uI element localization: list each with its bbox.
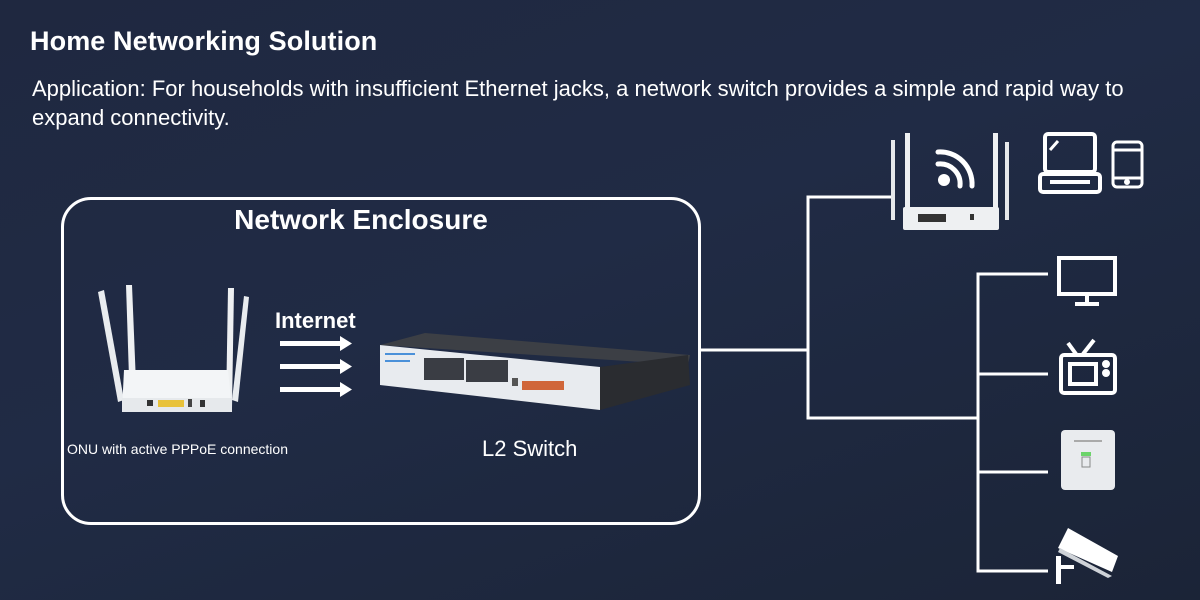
wireless-router [891,133,1009,230]
onu-router [98,285,249,412]
onu-label: ONU with active PPPoE connection [67,441,288,457]
desktop-monitor-icon [1057,256,1117,306]
phone-icon [1111,140,1144,189]
network-enclosure-box [61,197,701,525]
application-description: Application: For households with insuffi… [32,76,1124,130]
tv-icon [1059,338,1117,395]
enclosure-title: Network Enclosure [234,204,488,235]
ethernet-wall-jack-icon [1061,430,1115,490]
switch-label: L2 Switch [482,436,578,461]
internet-label: Internet [275,308,356,333]
laptop-icon [1038,132,1102,194]
security-camera-icon [1056,528,1118,584]
wifi-icon [935,149,975,189]
page-title: Home Networking Solution [30,26,378,56]
internet-arrows [280,336,352,397]
connection-lines [701,195,1048,573]
l2-switch [380,333,690,410]
